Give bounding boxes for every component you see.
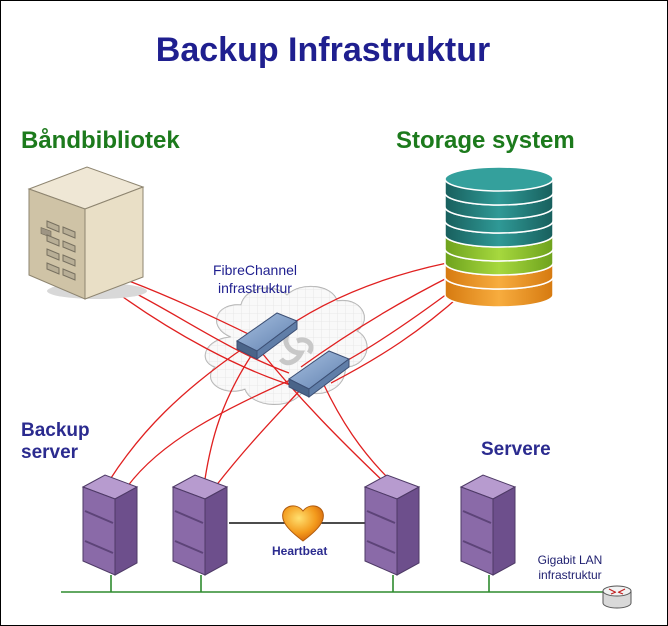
heartbeat-label: Heartbeat bbox=[272, 544, 328, 558]
heart-icon bbox=[282, 505, 324, 542]
storage-system-label: Storage system bbox=[396, 127, 575, 154]
fc-switch-icon bbox=[288, 350, 351, 398]
page-title: Backup Infrastruktur bbox=[155, 31, 491, 69]
servers-label: Servere bbox=[481, 439, 551, 460]
lan-label-line2: infrastruktur bbox=[538, 568, 602, 582]
server-tower-icon bbox=[363, 474, 421, 576]
backup-server-label-line2: server bbox=[21, 442, 79, 463]
tape-library-icon bbox=[27, 166, 147, 300]
lan-links bbox=[61, 575, 605, 593]
server-tower-icon bbox=[81, 474, 139, 576]
server-tower-icon bbox=[459, 474, 517, 576]
router-icon bbox=[602, 585, 632, 609]
server-tower-icon bbox=[171, 474, 229, 576]
fc-label-line1: FibreChannel bbox=[212, 262, 298, 278]
lan-label-line1: Gigabit LAN bbox=[537, 553, 603, 567]
fc-label-line2: infrastruktur bbox=[218, 280, 292, 296]
tape-library-label: Båndbibliotek bbox=[21, 127, 180, 154]
backup-server-label-line1: Backup bbox=[21, 420, 90, 441]
storage-array-icon bbox=[444, 166, 554, 308]
fc-switch-icon bbox=[236, 312, 299, 360]
